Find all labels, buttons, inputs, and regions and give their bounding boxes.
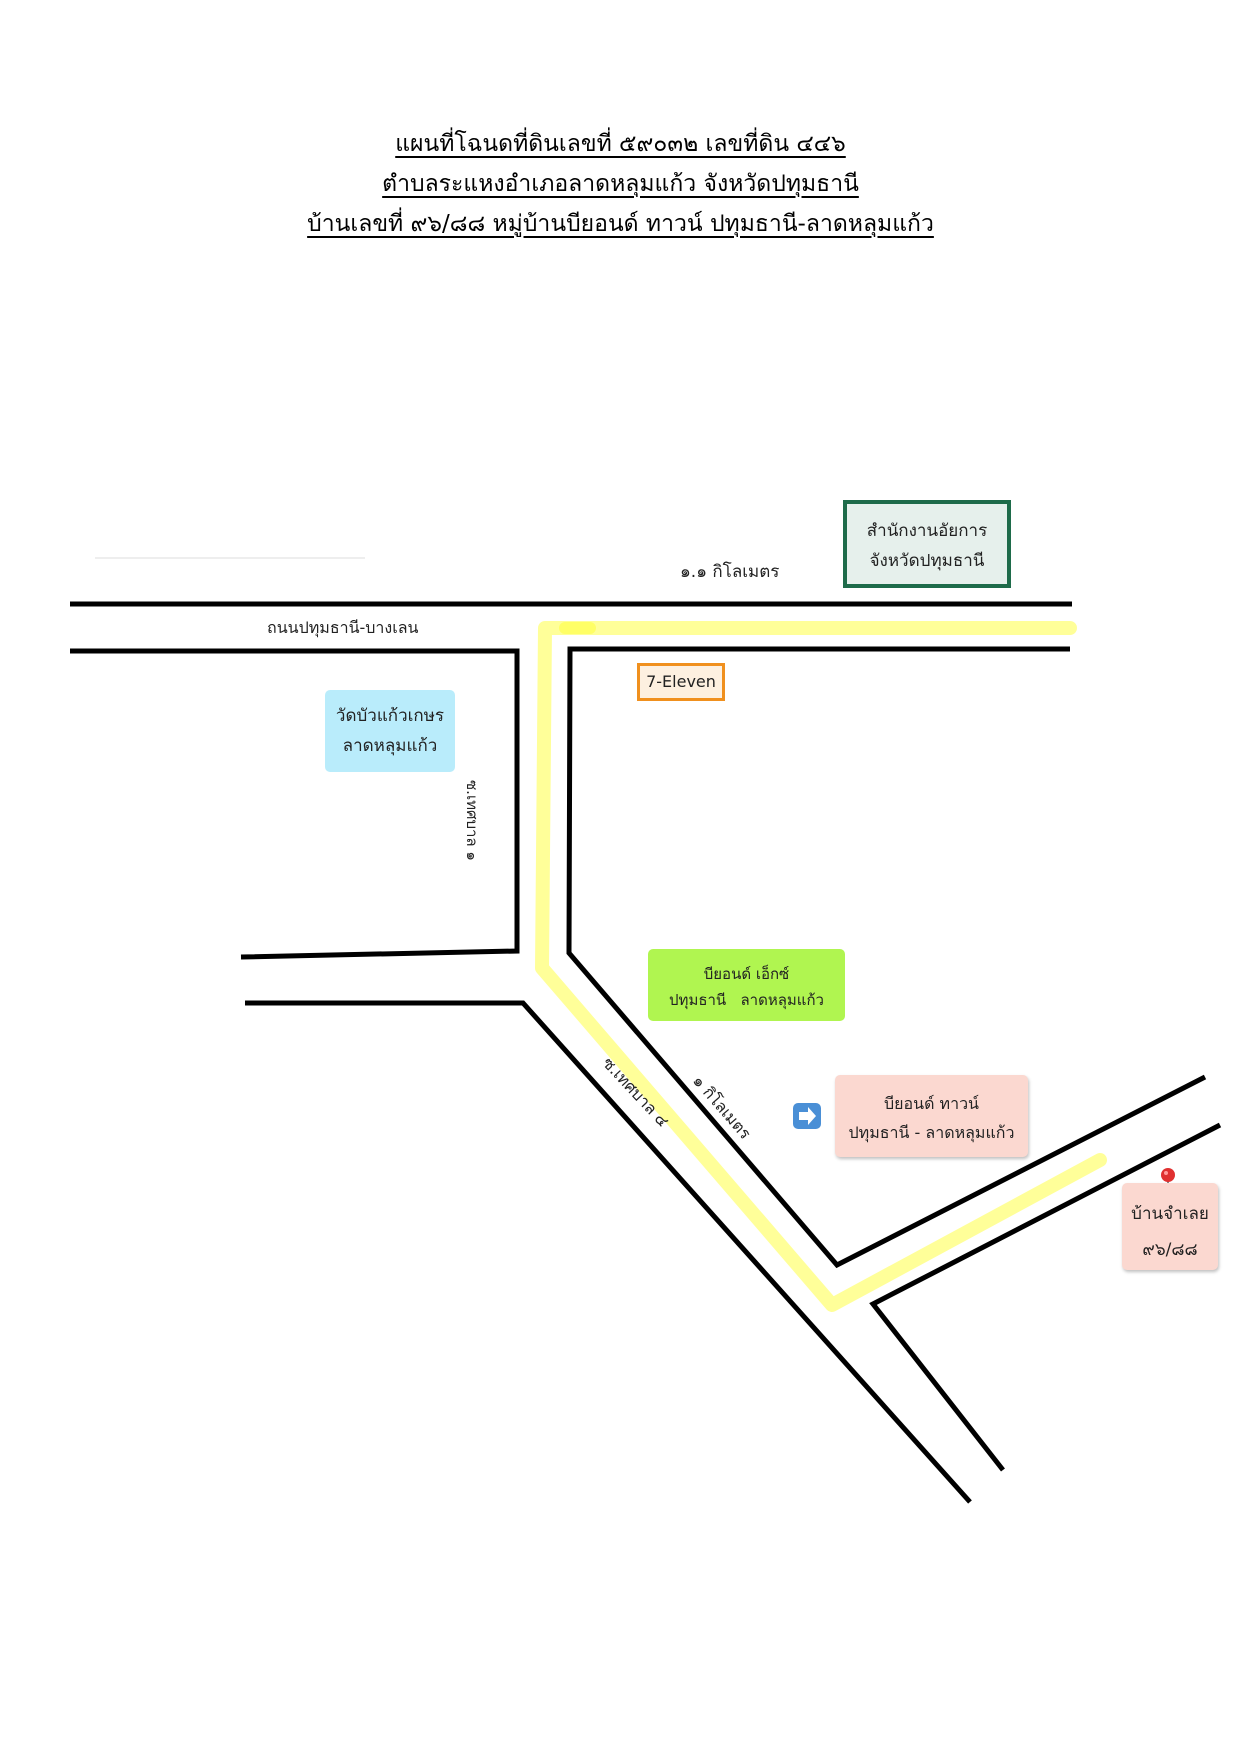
prosecutor-office-box: สำนักงานอัยการ จังหวัดปทุมธานี [843, 500, 1011, 588]
seven-eleven-box: 7-Eleven [637, 663, 725, 701]
property-line-1: บ้านจำเลย [1131, 1204, 1209, 1224]
beyond-town-line-1: บียอนด์ ทาวน์ [883, 1094, 979, 1113]
title-line-1: แผนที่โฉนดที่ดินเลขที่ ๕๙๐๓๒ เลขที่ดิน ๔… [395, 131, 846, 157]
soi-vertical-label: ซ.เทศบาล ๑ [463, 780, 481, 861]
soi-edge-right [566, 646, 1207, 1269]
beyond-x-line-1: บียอนด์ เอ็กซ์ [703, 965, 790, 983]
main-road-label: ถนนปทุมธานี-บางเลน [267, 618, 419, 637]
beyond-x-line-2: ปทุมธานี ลาดหลุมแก้ว [669, 991, 824, 1009]
title-block: แผนที่โฉนดที่ดินเลขที่ ๕๙๐๓๒ เลขที่ดิน ๔… [0, 124, 1241, 244]
beyond-town-box: บียอนด์ ทาวน์ ปทุมธานี - ลาดหลุมแก้ว [835, 1075, 1028, 1157]
title-line-2: ตำบลระแหงอำเภอลาดหลุมแก้ว จังหวัดปทุมธาน… [382, 171, 859, 197]
property-line-2: ๙๖/๘๘ [1142, 1240, 1198, 1260]
beyond-x-box: บียอนด์ เอ็กซ์ ปทุมธานี ลาดหลุมแก้ว [648, 949, 845, 1021]
main-road-edge-bottom-left [70, 648, 520, 960]
property-box: บ้านจำเลย ๙๖/๘๘ [1122, 1183, 1218, 1270]
title-line-3: บ้านเลขที่ ๙๖/๘๘ หมู่บ้านบียอนด์ ทาวน์ ป… [307, 211, 934, 237]
temple-box: วัดบัวแก้วเกษร ลาดหลุมแก้ว [325, 690, 455, 772]
soi-edge-lower-right [869, 1122, 1222, 1472]
route-highlight [535, 621, 1107, 1312]
distance-label-top: ๑.๑ กิโลเมตร [680, 562, 780, 582]
prosecutor-office-line-1: สำนักงานอัยการ [866, 521, 988, 541]
right-arrow-icon [793, 1103, 821, 1129]
temple-line-1: วัดบัวแก้วเกษร [335, 706, 445, 726]
soi-edge-left [245, 1000, 972, 1504]
temple-line-2: ลาดหลุมแก้ว [342, 736, 438, 756]
prosecutor-office-line-2: จังหวัดปทุมธานี [869, 551, 985, 571]
beyond-town-line-2: ปทุมธานี - ลาดหลุมแก้ว [848, 1123, 1015, 1142]
